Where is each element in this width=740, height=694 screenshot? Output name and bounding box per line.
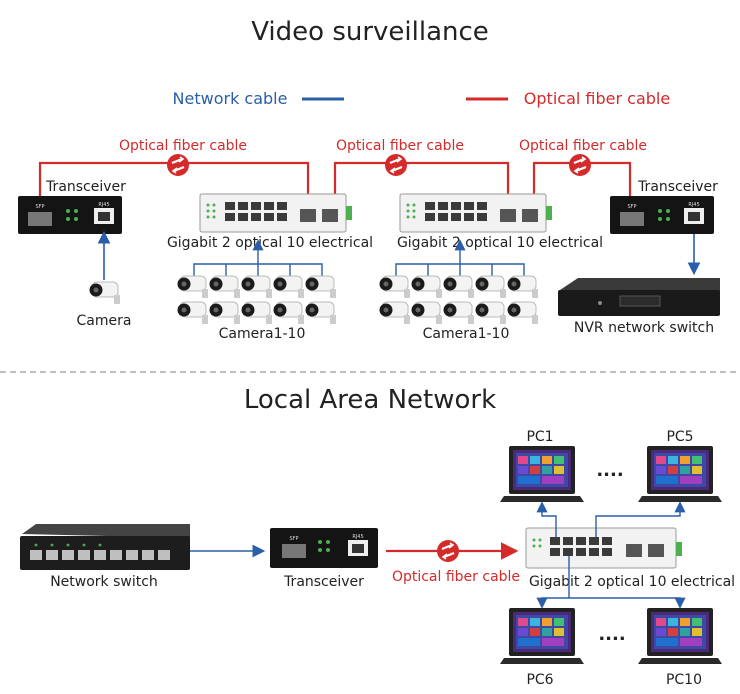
- network-switch: [20, 524, 190, 570]
- pc-top-ellipsis: ....: [596, 460, 623, 481]
- transceiver-left-label: Transceiver: [45, 179, 126, 195]
- pc-links: [536, 501, 686, 609]
- nvr-label: NVR network switch: [574, 320, 714, 336]
- svg-text:SFP: SFP: [289, 536, 298, 542]
- transceiver-bottom: SFP RJ45: [270, 528, 378, 568]
- fiber-label-bottom: Optical fiber cable: [392, 569, 520, 585]
- fiber-label-2: Optical fiber cable: [336, 138, 464, 154]
- svg-text:RJ45: RJ45: [688, 202, 699, 208]
- pc5-laptop: [638, 446, 722, 502]
- switch-right: [399, 193, 552, 233]
- switch-bottom: [525, 527, 682, 569]
- legend: Network cable Optical fiber cable: [173, 89, 671, 108]
- pc1-laptop: [500, 446, 584, 502]
- camgroup-right: [379, 275, 539, 325]
- camgroup-left: [177, 275, 337, 325]
- pc6-laptop: [500, 608, 584, 664]
- network-switch-label: Network switch: [50, 574, 158, 590]
- pc6-label: PC6: [526, 672, 553, 688]
- svg-text:SFP: SFP: [627, 204, 636, 210]
- pc10-laptop: [638, 608, 722, 664]
- camera-label: Camera: [77, 313, 132, 329]
- switch-left: [199, 193, 352, 233]
- svg-text:RJ45: RJ45: [98, 202, 109, 208]
- bottom-title: Local Area Network: [244, 385, 496, 415]
- transceiver-bottom-label: Transceiver: [283, 574, 364, 590]
- svg-text:SFP: SFP: [35, 204, 44, 210]
- camgroup-left-links: [193, 239, 323, 276]
- top-title: Video surveillance: [251, 17, 489, 47]
- camgroup-left-label: Camera1-10: [219, 326, 306, 342]
- pc5-label: PC5: [666, 429, 693, 445]
- transceiver-right-label: Transceiver: [637, 179, 718, 195]
- pc-bottom-ellipsis: ....: [598, 624, 625, 645]
- pc10-label: PC10: [666, 672, 702, 688]
- camera: [89, 281, 121, 305]
- switch-left-label: Gigabit 2 optical 10 electrical: [167, 235, 373, 251]
- legend-network-label: Network cable: [173, 89, 288, 108]
- fiber-label-1: Optical fiber cable: [119, 138, 247, 154]
- fiber-icon-bottom: [435, 538, 461, 564]
- svg-text:RJ45: RJ45: [352, 534, 363, 540]
- camgroup-right-links: [395, 239, 525, 276]
- legend-optical-label: Optical fiber cable: [524, 89, 670, 108]
- transceiver-right: SFP RJ45: [610, 196, 714, 234]
- switch-bottom-label: Gigabit 2 optical 10 electrical: [529, 574, 735, 590]
- camgroup-right-label: Camera1-10: [423, 326, 510, 342]
- transceiver-left: SFP RJ45: [18, 196, 122, 234]
- fiber-label-3: Optical fiber cable: [519, 138, 647, 154]
- fiber-icon-2: [383, 152, 409, 178]
- fiber-icon-1: [165, 152, 191, 178]
- nvr-device: [558, 278, 720, 316]
- pc1-label: PC1: [526, 429, 553, 445]
- fiber-icon-3: [567, 152, 593, 178]
- switch-right-label: Gigabit 2 optical 10 electrical: [397, 235, 603, 251]
